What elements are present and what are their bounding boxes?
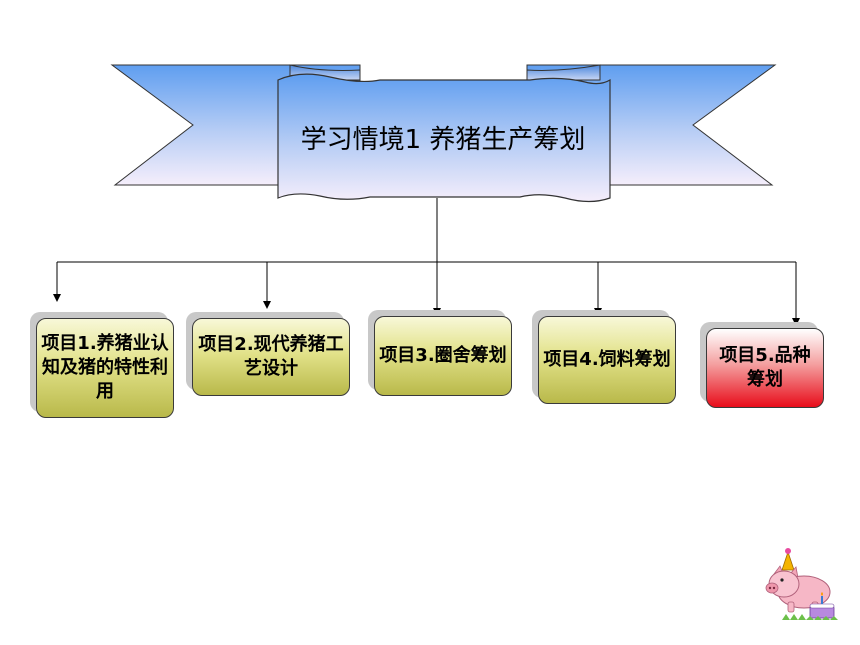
item-box-4[interactable]: 项目4.饲料筹划 — [538, 316, 676, 404]
ribbon-right-fold — [526, 64, 601, 81]
item-box-2[interactable]: 项目2.现代养猪工艺设计 — [192, 318, 350, 396]
item-label: 项目3.圈舍筹划 — [379, 345, 507, 366]
item-box-1[interactable]: 项目1.养猪业认知及猪的特性利用 — [36, 318, 174, 418]
ribbon-center — [277, 73, 611, 203]
banner-title: 学习情境1 养猪生产筹划 — [300, 125, 586, 155]
item-label: 项目1.养猪业认知及猪的特性利用 — [41, 333, 169, 402]
item-label: 项目4.饲料筹划 — [543, 349, 671, 370]
item-label: 项目5.品种筹划 — [719, 345, 811, 390]
item-box-3[interactable]: 项目3.圈舍筹划 — [374, 316, 512, 396]
item-label: 项目2.现代养猪工艺设计 — [198, 334, 344, 379]
item-box-5[interactable]: 项目5.品种筹划 — [706, 328, 824, 408]
pig-birthday-clipart-icon — [765, 548, 838, 620]
